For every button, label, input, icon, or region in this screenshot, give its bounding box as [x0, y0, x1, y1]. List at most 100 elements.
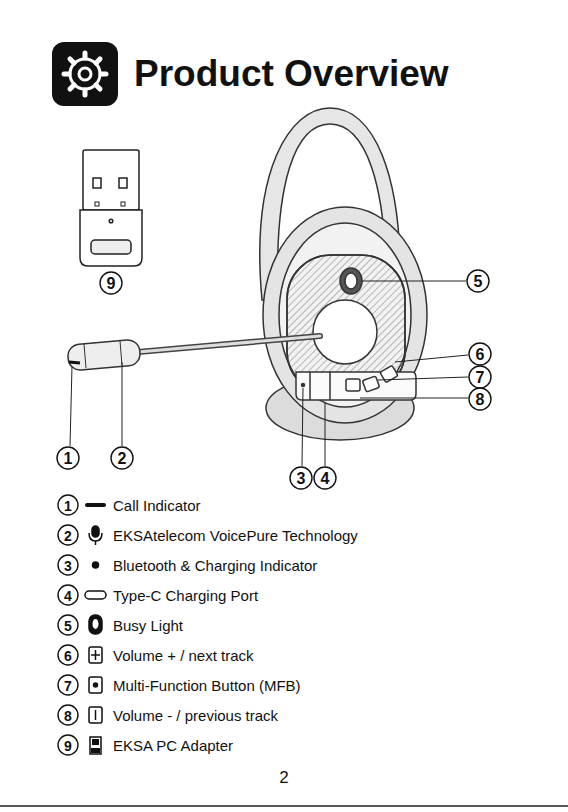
part-name: Call Indicator [113, 498, 201, 513]
list-icon [89, 647, 102, 663]
list-icon [91, 654, 100, 656]
pc-adapter [119, 178, 127, 188]
callout-number: 1 [58, 499, 78, 513]
pc-adapter [109, 219, 113, 223]
callout-circle [58, 585, 78, 605]
headset [120, 341, 122, 365]
part-name: Volume - / previous track [113, 708, 278, 723]
list-icon [95, 710, 97, 720]
list-icon [93, 562, 99, 568]
callout-number: 8 [58, 709, 78, 723]
callout-circle [111, 447, 133, 469]
page-number: 2 [274, 769, 294, 786]
part-name: Type-C Charging Port [113, 588, 258, 603]
headset [296, 372, 416, 400]
callout-circle [58, 705, 78, 725]
callout-number: 6 [470, 347, 490, 363]
settings-icon [96, 59, 100, 63]
leader-line [302, 388, 303, 466]
callout-number: 7 [58, 679, 78, 693]
list-icon [91, 748, 100, 753]
headset [346, 379, 360, 391]
settings-icon [101, 72, 106, 77]
callout-number: 9 [101, 276, 121, 292]
callout-circle [58, 675, 78, 695]
list-icon [89, 615, 102, 634]
pc-adapter [80, 150, 142, 266]
headset [263, 207, 427, 423]
page-rule [0, 805, 568, 807]
part-name: EKSAtelecom VoicePure Technology [113, 528, 358, 543]
leader-line [70, 281, 468, 466]
callout-circle [469, 366, 491, 388]
callout-number: 9 [58, 739, 78, 753]
callout-number: 4 [58, 589, 78, 603]
list-icon [85, 591, 106, 599]
list-icon [89, 533, 102, 541]
settings-icon [64, 72, 69, 77]
headset [67, 108, 427, 440]
part-name: Volume + / next track [113, 648, 254, 663]
callout-number: 3 [58, 559, 78, 573]
callout-number: 2 [58, 529, 78, 543]
leader-line [70, 366, 72, 446]
callout-circle [290, 467, 312, 489]
list-icon [87, 503, 104, 507]
headset [302, 384, 305, 387]
settings-icon [70, 59, 100, 89]
list-icon [89, 677, 102, 693]
callout-circle [467, 270, 489, 292]
list-icon [90, 737, 101, 754]
headset [340, 268, 362, 294]
leader-line [395, 355, 468, 362]
headset [138, 336, 320, 352]
callout-number: 2 [112, 451, 132, 467]
callout-circle [58, 735, 78, 755]
callout-circle [58, 645, 78, 665]
list-icon [92, 526, 99, 537]
settings-icon [83, 90, 88, 95]
settings-icon [70, 59, 74, 63]
leader-line [378, 377, 468, 380]
pc-adapter [93, 178, 101, 188]
headset [84, 344, 86, 368]
callout-number: 5 [58, 619, 78, 633]
settings-icon [64, 53, 106, 95]
leader-line [122, 362, 123, 446]
list-icon [93, 619, 99, 629]
callout-circle [58, 525, 78, 545]
callout-circle [469, 388, 491, 410]
pc-adapter [83, 150, 139, 210]
settings-icon [96, 85, 100, 89]
leader-line [360, 398, 468, 399]
settings-icon [52, 42, 118, 106]
list-icon [85, 505, 106, 754]
callout-number: 5 [468, 274, 488, 290]
leader-line [362, 281, 466, 282]
headset [67, 339, 141, 371]
callout-circle [58, 495, 78, 515]
part-name: Busy Light [113, 618, 183, 633]
callout-number: 3 [291, 471, 311, 487]
list-icon [95, 541, 97, 545]
callout-number: 1 [58, 451, 78, 467]
callout-circle [469, 343, 491, 365]
headset [329, 372, 331, 400]
list-icon [92, 739, 99, 745]
callout-circle [58, 615, 78, 635]
headset [69, 362, 80, 363]
pc-adapter [80, 210, 142, 266]
settings-icon [79, 68, 91, 80]
part-name: Bluetooth & Charging Indicator [113, 558, 317, 573]
headset [309, 372, 311, 400]
callout-number: 6 [58, 649, 78, 663]
part-name: Multi-Function Button (MFB) [113, 678, 301, 693]
settings-icon [83, 53, 88, 58]
callout-circle [57, 270, 491, 755]
callout-circle [100, 272, 122, 294]
callout-number: 4 [315, 471, 335, 487]
part-name: EKSA PC Adapter [113, 738, 233, 753]
settings-icon [70, 85, 74, 89]
headset [138, 336, 320, 352]
page-title: Product Overview [134, 55, 449, 92]
